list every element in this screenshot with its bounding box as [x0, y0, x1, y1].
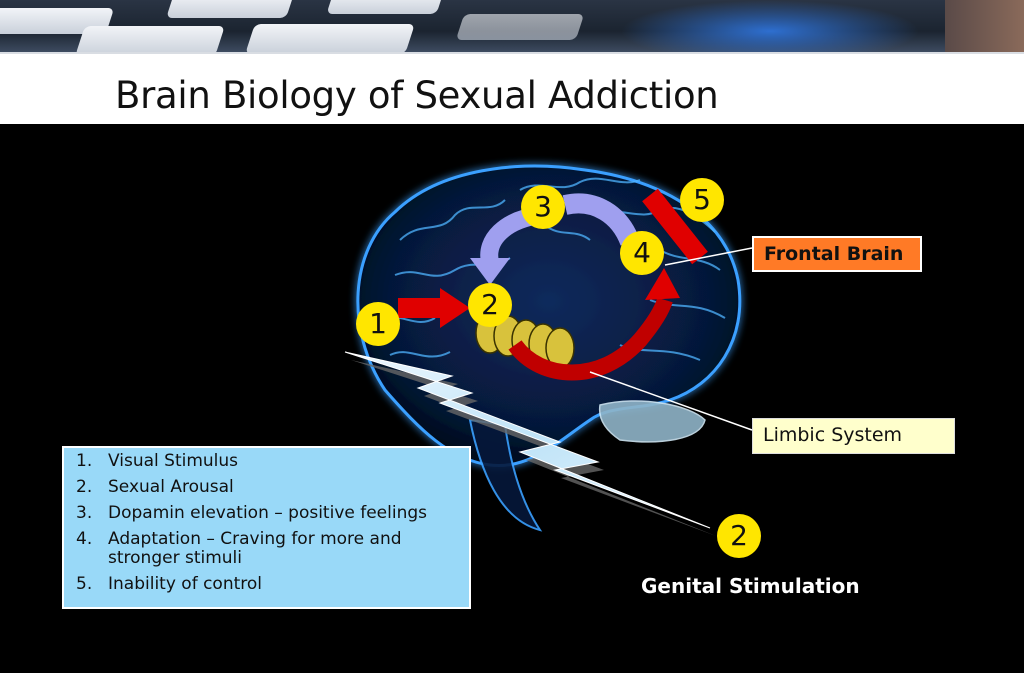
curved-arrow-icon	[508, 268, 680, 381]
legend-text: Inability of control	[108, 574, 263, 594]
legend-text: Sexual Arousal	[108, 477, 234, 497]
legend-number: 5.	[76, 574, 93, 594]
badge-4: 4	[620, 231, 664, 275]
legend-item: 4. Adaptation – Craving for more and stro…	[76, 530, 463, 568]
brainstem	[468, 418, 543, 532]
legend-item: 1. Visual Stimulus	[76, 452, 463, 471]
page-title: Brain Biology of Sexual Addiction	[115, 74, 719, 117]
legend-number: 4.	[76, 529, 93, 549]
arrow-right-icon	[398, 288, 470, 328]
curved-arrow-icon	[562, 193, 640, 246]
legend-item: 5. Inability of control	[76, 575, 463, 594]
badge-2: 2	[468, 283, 512, 327]
frontal-brain-label: Frontal Brain	[752, 236, 922, 272]
stop-bar-icon	[642, 188, 708, 265]
keyboard-banner-image	[0, 0, 1024, 52]
badge-1: 1	[356, 302, 400, 346]
legend-item: 3. Dopamin elevation – positive feelings	[76, 504, 463, 523]
legend-number: 3.	[76, 503, 93, 523]
badge-2-genital: 2	[717, 514, 761, 558]
legend-box: 1. Visual Stimulus 2. Sexual Arousal 3. Dop…	[62, 446, 471, 609]
title-bar: Brain Biology of Sexual Addiction	[0, 52, 1024, 124]
legend-text: Adaptation – Craving for more and strong…	[108, 529, 402, 568]
arrow-head-icon	[470, 258, 510, 285]
blue-glow	[620, 0, 920, 52]
genital-stimulation-label: Genital Stimulation	[641, 574, 860, 598]
legend-text: Dopamin elevation – positive feelings	[108, 503, 428, 523]
legend-text: Visual Stimulus	[108, 451, 239, 471]
limbic-system-label: Limbic System	[752, 418, 955, 454]
hand-image	[945, 0, 1024, 52]
legend-number: 2.	[76, 477, 93, 497]
badge-5: 5	[680, 178, 724, 222]
legend-item: 2. Sexual Arousal	[76, 478, 463, 497]
lightning-bolt-icon	[344, 351, 716, 536]
limbic-connector-line	[589, 371, 753, 431]
frontal-connector-line	[664, 247, 753, 266]
legend-number: 1.	[76, 451, 93, 471]
cerebellum	[598, 400, 706, 443]
legend-list: 1. Visual Stimulus 2. Sexual Arousal 3. Dop…	[76, 452, 463, 594]
badge-3: 3	[521, 185, 565, 229]
